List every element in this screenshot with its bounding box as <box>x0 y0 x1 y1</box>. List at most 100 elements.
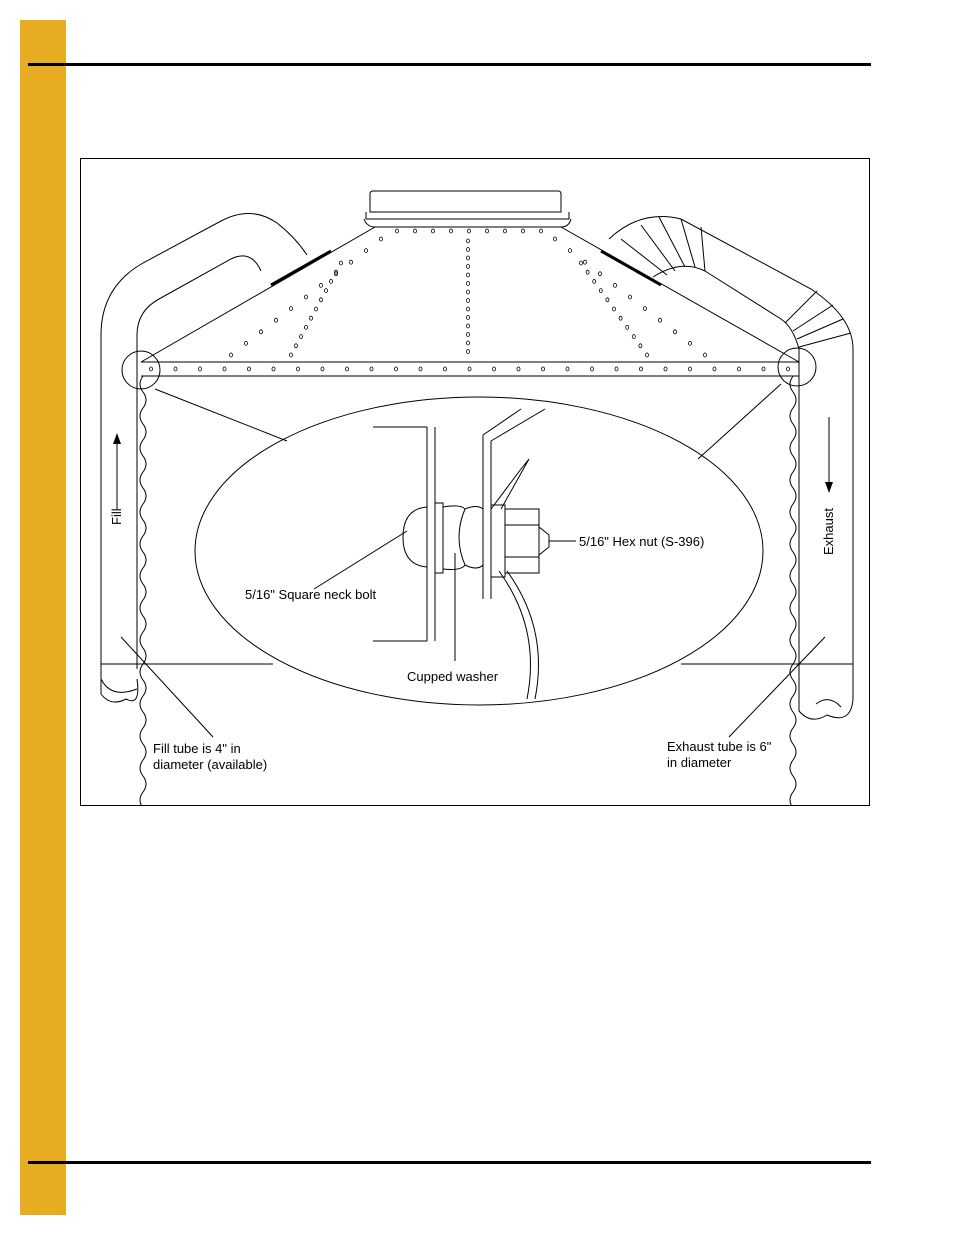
bolt-hole <box>314 306 318 312</box>
left-roof-seam <box>270 249 332 287</box>
bolt-hole <box>568 248 572 253</box>
bolt-hole <box>541 366 545 372</box>
bolt-hole <box>786 366 790 372</box>
left-wavy-wall <box>139 375 147 805</box>
bolt-hole <box>466 332 470 337</box>
fill-tube <box>100 213 308 703</box>
bolt-hole <box>466 323 470 329</box>
bolt-hole <box>364 248 368 253</box>
bolt-hole <box>222 366 227 372</box>
cupped-washer-shape <box>442 505 466 570</box>
bolt-hole <box>625 324 630 330</box>
bolt-hole <box>639 366 643 372</box>
bolt-hole <box>598 271 602 277</box>
bolt-hole <box>229 352 233 358</box>
bolt-hole <box>579 260 583 266</box>
bolt-hole <box>274 317 278 323</box>
bolt-hole <box>612 306 616 312</box>
bolt-hole <box>345 366 349 372</box>
tank-cone-roof <box>140 226 800 377</box>
bolt-hole <box>645 352 649 358</box>
bolt-hole <box>712 366 717 372</box>
bolt-hole <box>173 366 178 372</box>
bolt-hole <box>349 259 353 265</box>
bolt-hole <box>329 279 333 284</box>
bolt-hole <box>319 297 323 303</box>
right-wavy-wall <box>789 375 797 805</box>
bolt-hole <box>688 340 692 346</box>
footer-rule <box>28 1161 871 1164</box>
fill-arrowhead <box>113 433 121 444</box>
bolt-hole <box>618 315 623 321</box>
bolt-neck <box>434 502 444 574</box>
bolt-hole <box>271 366 276 372</box>
bolt-hole <box>289 306 293 312</box>
bolt-hole <box>394 366 398 372</box>
fill-tube-leader <box>120 636 214 738</box>
bolt-hole <box>294 343 298 349</box>
bolt-hole <box>339 260 343 266</box>
bolt-label-leader <box>313 530 408 590</box>
bolt-hole <box>592 279 597 284</box>
bolt-hole <box>466 306 470 312</box>
exhaust-tube <box>608 216 854 720</box>
bolt-hole <box>643 306 647 312</box>
bolt-hole <box>395 228 399 234</box>
bolt-hole <box>492 366 496 372</box>
bolt-hole <box>149 366 153 372</box>
square-neck-bolt-label: 5/16" Square neck bolt <box>245 587 376 602</box>
fill-label: Fill <box>109 508 124 525</box>
bolt-hole <box>334 269 338 275</box>
bolt-hole <box>466 281 470 286</box>
bolt-hole <box>379 236 383 242</box>
bolt-hole <box>259 329 263 335</box>
left-detail-circle <box>121 350 161 390</box>
bolt-hole <box>289 352 293 358</box>
bolt-hole <box>369 366 374 372</box>
bolt-hole <box>443 366 447 372</box>
bolt-hole <box>466 264 470 269</box>
exhaust-tube-leader <box>728 636 826 738</box>
bolt-hole <box>553 236 557 242</box>
bolt-hole <box>613 283 617 288</box>
side-color-band <box>20 20 66 1215</box>
hex-nut-label: 5/16" Hex nut (S-396) <box>579 534 704 549</box>
bolt-hole <box>516 366 521 372</box>
exhaust-tube-label-line1: Exhaust tube is 6" <box>667 739 772 754</box>
bolt-hole <box>761 366 766 372</box>
bolt-hole <box>198 366 202 372</box>
bolt-hole <box>521 228 525 234</box>
bolt-hole <box>638 343 643 349</box>
bolt-hole <box>565 366 570 372</box>
detail-ellipse <box>194 396 764 706</box>
bolt-hole <box>467 366 472 372</box>
header-rule <box>28 63 871 66</box>
bolt-hole <box>631 334 636 340</box>
fill-tube-label-line2: diameter (available) <box>153 757 267 772</box>
bolt-hole <box>658 317 662 323</box>
bolt-hole <box>247 366 251 372</box>
bolt-hole <box>466 247 470 252</box>
bolt-hole <box>466 289 470 295</box>
bolt-hole <box>539 228 543 234</box>
tank-lid <box>363 190 572 228</box>
bolt-hole <box>466 238 470 244</box>
exhaust-label: Exhaust <box>821 508 836 555</box>
bolt-hole <box>466 272 470 278</box>
fill-tube-label-line1: Fill tube is 4" in <box>153 741 241 756</box>
bolt-hole <box>304 324 308 330</box>
bolt-hole <box>466 315 470 320</box>
cupped-washer-label: Cupped washer <box>407 669 499 684</box>
bolt-hole <box>466 349 470 354</box>
bolt-hole <box>628 294 632 300</box>
bolt-hole <box>304 294 308 300</box>
bolt-hole <box>309 315 313 321</box>
left-detail-leader <box>154 388 288 442</box>
bolt-hole <box>413 228 417 234</box>
bolt-hole <box>466 340 470 346</box>
bolt-hole <box>737 366 741 372</box>
bolt-hole <box>296 366 300 372</box>
diagram-svg: Fill Exhaust 5/16" Hex nut (S-396) 5/16"… <box>100 190 854 805</box>
exhaust-arrowhead <box>825 482 833 493</box>
bolt-hole <box>673 329 677 335</box>
